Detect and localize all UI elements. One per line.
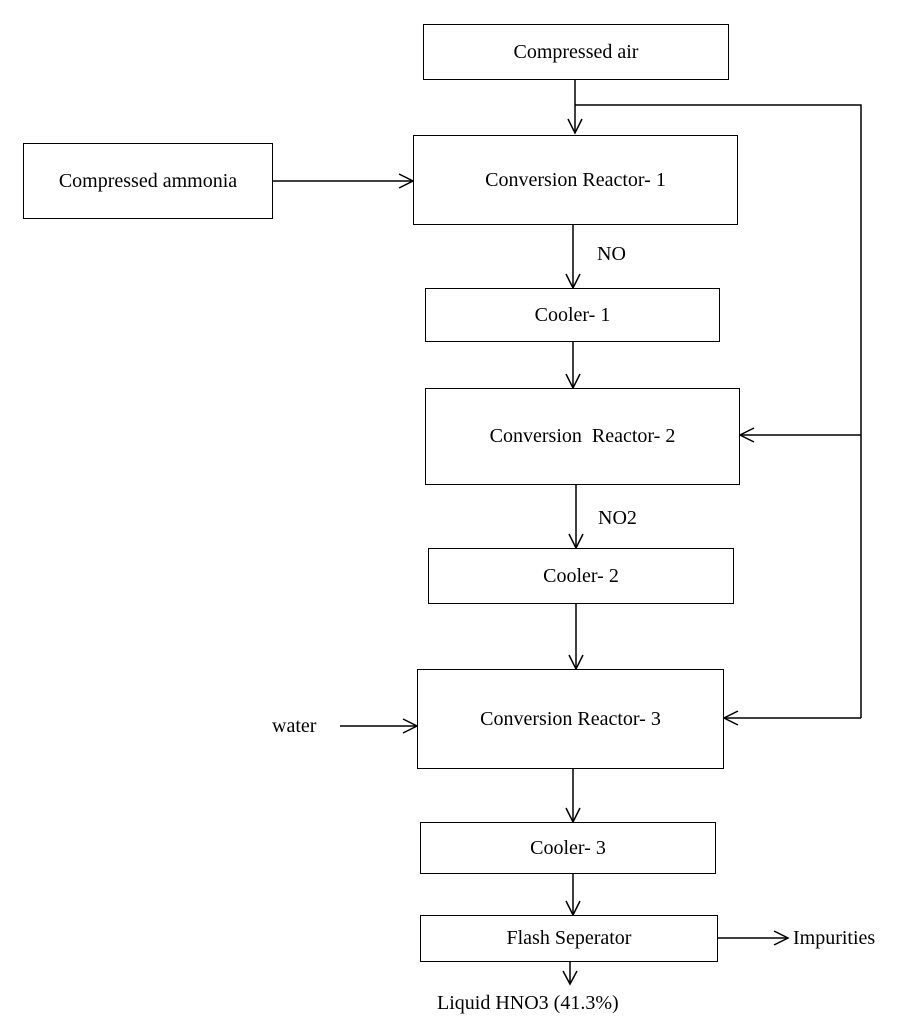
conversion-reactor-1-box: Conversion Reactor- 1 [413,135,738,225]
air-distribution-line [575,104,862,718]
conversion-reactor-3-box: Conversion Reactor- 3 [417,669,724,769]
impurities-label: Impurities [793,927,876,949]
arrowhead-impurities [773,930,790,946]
cooler-1-label: Cooler- 1 [534,303,611,326]
conversion-reactor-2-box: Conversion Reactor- 2 [425,388,740,485]
compressed-ammonia-label: Compressed ammonia [58,169,238,192]
product-label: Liquid HNO3 (41.3%) [437,992,619,1014]
cooler-3-box: Cooler- 3 [420,822,716,874]
flash-separator-box: Flash Seperator [420,915,718,962]
no-stream-label: NO [597,243,626,265]
arrowhead-air-to-reactor-3 [722,710,739,726]
arrowhead-air-to-reactor-2 [738,427,755,443]
conversion-reactor-1-label: Conversion Reactor- 1 [485,168,666,191]
cooler-2-label: Cooler- 2 [543,564,619,587]
conversion-reactor-2-label: Conversion Reactor- 2 [489,425,676,447]
arrowhead-air-to-reactor-1 [567,118,583,135]
conversion-reactor-3-label: Conversion Reactor- 3 [480,707,661,730]
no2-stream-label: NO2 [598,507,637,529]
compressed-air-label: Compressed air [513,40,639,63]
compressed-air-box: Compressed air [423,24,729,80]
compressed-ammonia-box: Compressed ammonia [23,143,273,219]
cooler-1-box: Cooler- 1 [425,288,720,342]
cooler-3-label: Cooler- 3 [530,836,606,859]
arrowhead-product [562,970,578,986]
flash-separator-label: Flash Seperator [506,927,632,949]
cooler-2-box: Cooler- 2 [428,548,734,604]
water-label: water [272,715,317,737]
